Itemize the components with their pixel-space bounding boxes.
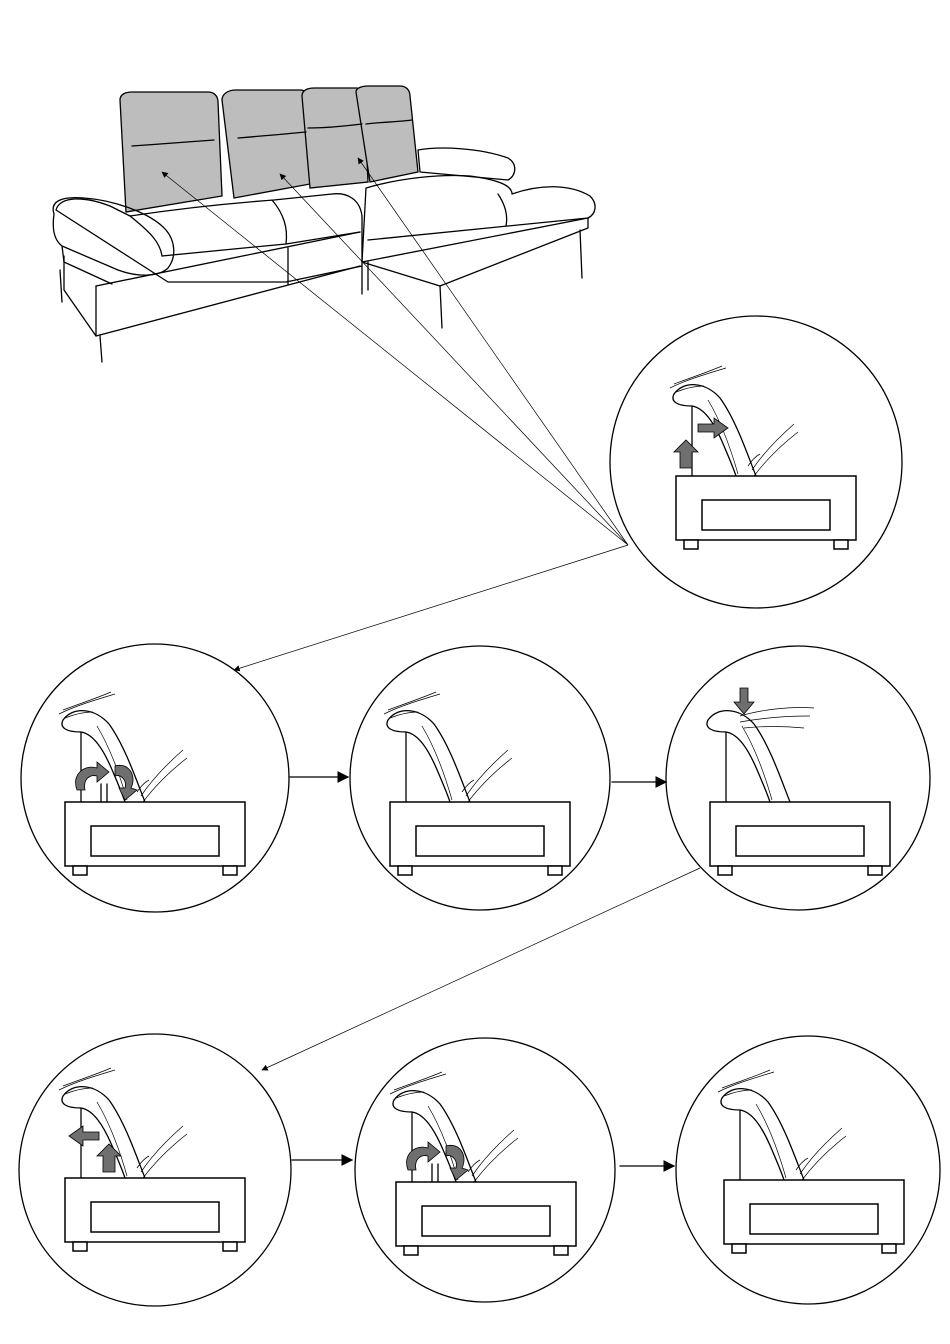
step-4-circle bbox=[666, 646, 930, 910]
rotate-headrest-arrows bbox=[407, 1142, 468, 1182]
step-5-circle bbox=[19, 1034, 291, 1306]
push-forward-arrow bbox=[69, 1126, 99, 1146]
step-5 bbox=[19, 1034, 291, 1306]
lift-up-arrow bbox=[674, 440, 698, 468]
press-down-arrow bbox=[734, 688, 754, 714]
connector-1-2 bbox=[234, 545, 628, 670]
sofa-overview bbox=[53, 86, 595, 362]
step-7 bbox=[676, 1036, 940, 1304]
step-1 bbox=[610, 316, 902, 608]
step-2 bbox=[21, 644, 289, 912]
step-6 bbox=[355, 1038, 615, 1302]
step-1-circle bbox=[610, 316, 902, 608]
pointer-lines bbox=[162, 158, 628, 545]
pull-back-arrow bbox=[698, 418, 728, 438]
step-4 bbox=[666, 646, 930, 910]
rotate-headrest-arrows bbox=[76, 762, 137, 802]
step-6-circle bbox=[355, 1038, 615, 1302]
headrest-middle bbox=[222, 90, 310, 198]
headrest-left bbox=[120, 92, 222, 212]
step-7-circle bbox=[676, 1036, 940, 1304]
connector-4-5 bbox=[262, 868, 700, 1070]
step-3 bbox=[350, 646, 610, 910]
